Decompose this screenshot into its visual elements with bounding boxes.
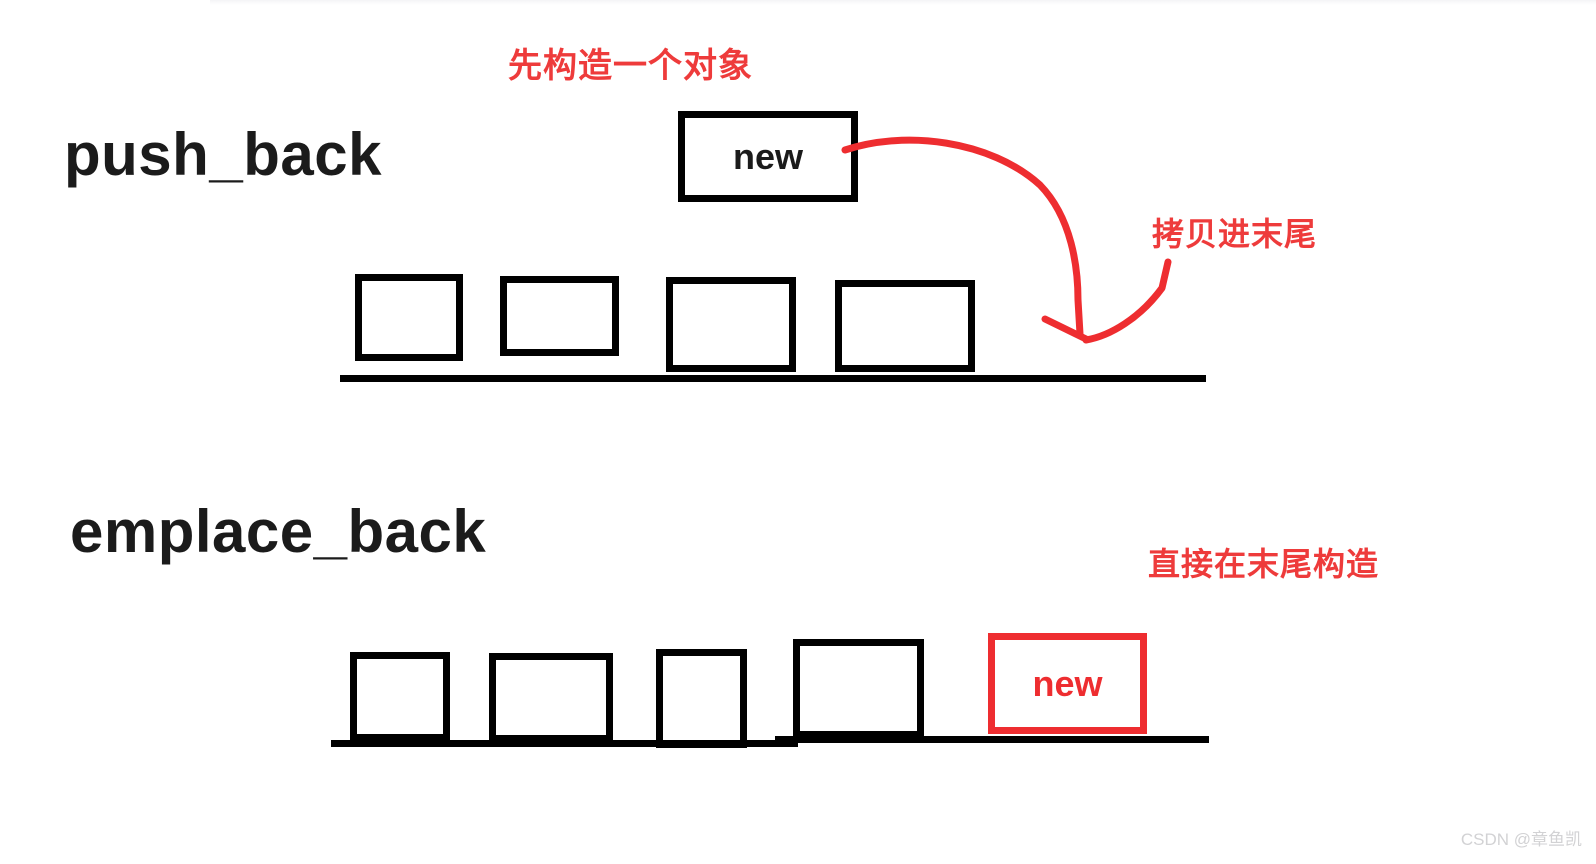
annotation-copy-to-tail: 拷贝进末尾 (1152, 216, 1318, 252)
emplace-back-slot-new: new (988, 633, 1147, 734)
emplace-back-slot-new-label: new (1032, 662, 1103, 704)
push-back-container-baseline (340, 375, 1206, 382)
temp-object-box-new: new (678, 111, 858, 202)
push-back-slot-4 (835, 280, 975, 372)
annotation-construct-in-place: 直接在末尾构造 (1148, 546, 1380, 582)
emplace-back-slot-1 (350, 652, 450, 741)
emplace-back-slot-2 (489, 653, 613, 742)
push-back-slot-3 (666, 277, 796, 372)
push-back-slot-2 (500, 276, 619, 356)
top-edge-band (210, 0, 1596, 5)
temp-object-label: new (732, 135, 803, 177)
csdn-watermark: CSDN @章鱼凯 (1460, 830, 1582, 849)
emplace-back-container-baseline-left (331, 740, 798, 747)
push-back-slot-1 (355, 274, 463, 361)
section-title-push-back: push_back (64, 121, 382, 188)
annotation-construct-first: 先构造一个对象 (508, 47, 753, 85)
emplace-back-slot-3 (656, 649, 747, 748)
section-title-emplace-back: emplace_back (70, 498, 487, 565)
emplace-back-slot-4 (793, 639, 924, 738)
emplace-back-container-baseline-right (775, 736, 1209, 743)
